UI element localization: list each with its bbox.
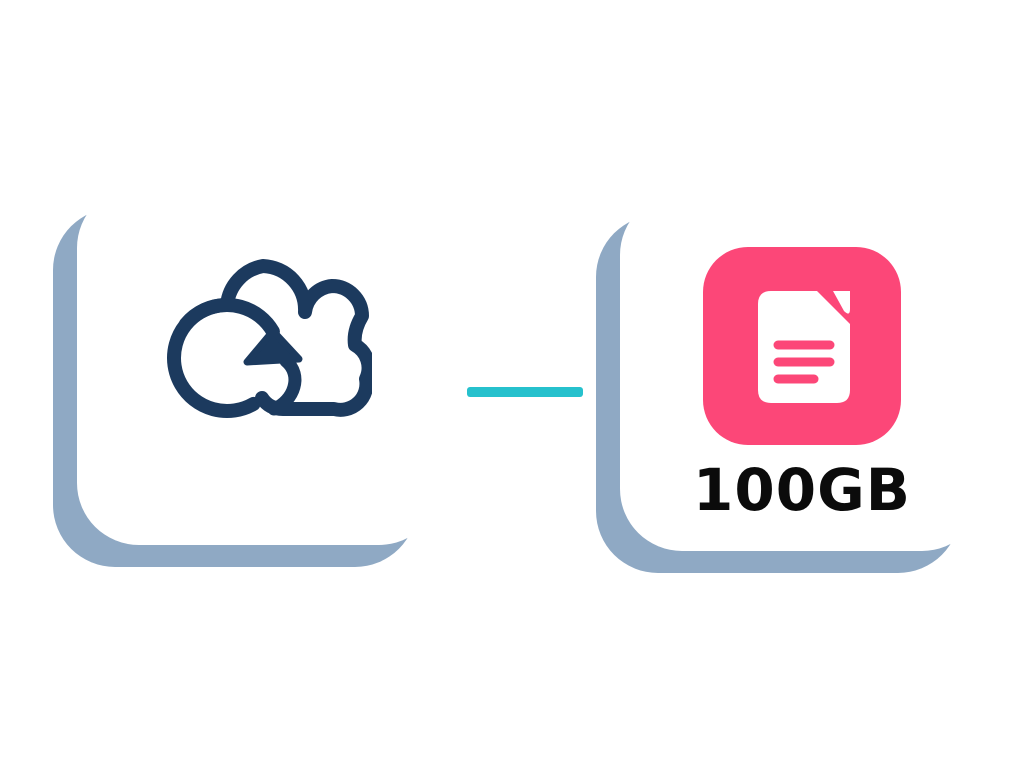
cloud-card [77,186,441,545]
cloud-upload-icon [167,259,372,418]
storage-tile [703,247,901,445]
storage-label: 100GB [693,456,911,524]
connector-line [467,387,583,397]
document-icon [758,291,850,403]
